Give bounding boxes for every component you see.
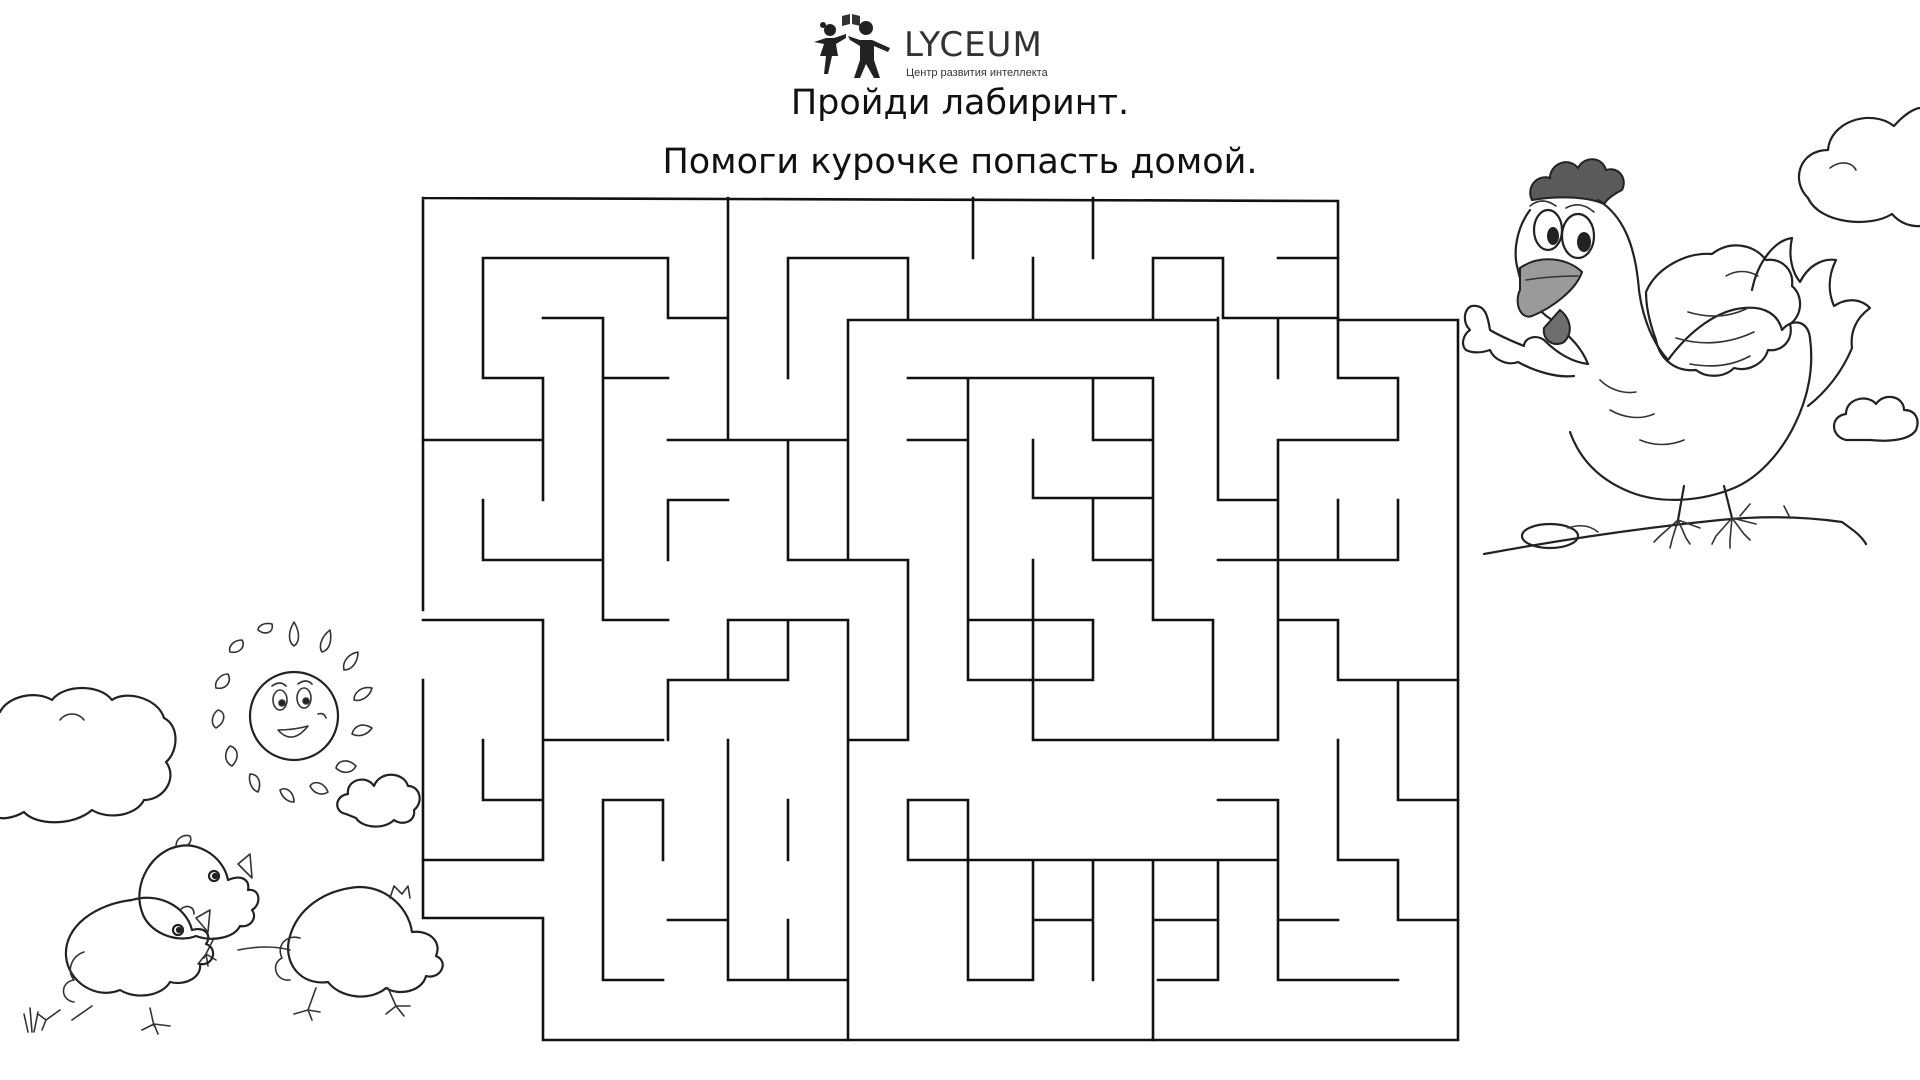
sun-face [271, 680, 327, 738]
hen-eye [1532, 208, 1564, 252]
egg-icon [1520, 522, 1580, 550]
hen-eye [1560, 212, 1596, 260]
branch [1482, 516, 1868, 556]
children-book-logo-icon [814, 14, 890, 78]
hen-beak [1516, 258, 1584, 318]
sun-rays [211, 621, 373, 803]
hen-illustration [1461, 158, 1872, 556]
lyceum-logo: LYCEUM Центр развития интеллекта [804, 10, 1084, 82]
hen-comb [1529, 158, 1625, 206]
chick-icon [138, 834, 260, 967]
logo-tagline: Центр развития интеллекта [906, 67, 1048, 79]
worksheet-instruction: Помоги курочке попасть домой. [662, 142, 1258, 182]
hen-wing [1644, 244, 1802, 377]
chick-icon [274, 885, 444, 1021]
cloud-icon [1832, 395, 1919, 442]
maze-outer-wall [421, 196, 1460, 1042]
chick-icon [37, 896, 215, 1035]
cloud-icon [1797, 106, 1920, 228]
chicks-illustration [23, 834, 444, 1035]
worksheet-title: Пройди лабиринт. [790, 83, 1130, 123]
cloud-icon [336, 773, 421, 828]
sun-icon [211, 621, 373, 803]
cloud-icon [0, 687, 177, 824]
maze[interactable] [421, 196, 1460, 1042]
logo-name: LYCEUM [904, 25, 1043, 65]
maze-inner-walls [421, 196, 1460, 1042]
